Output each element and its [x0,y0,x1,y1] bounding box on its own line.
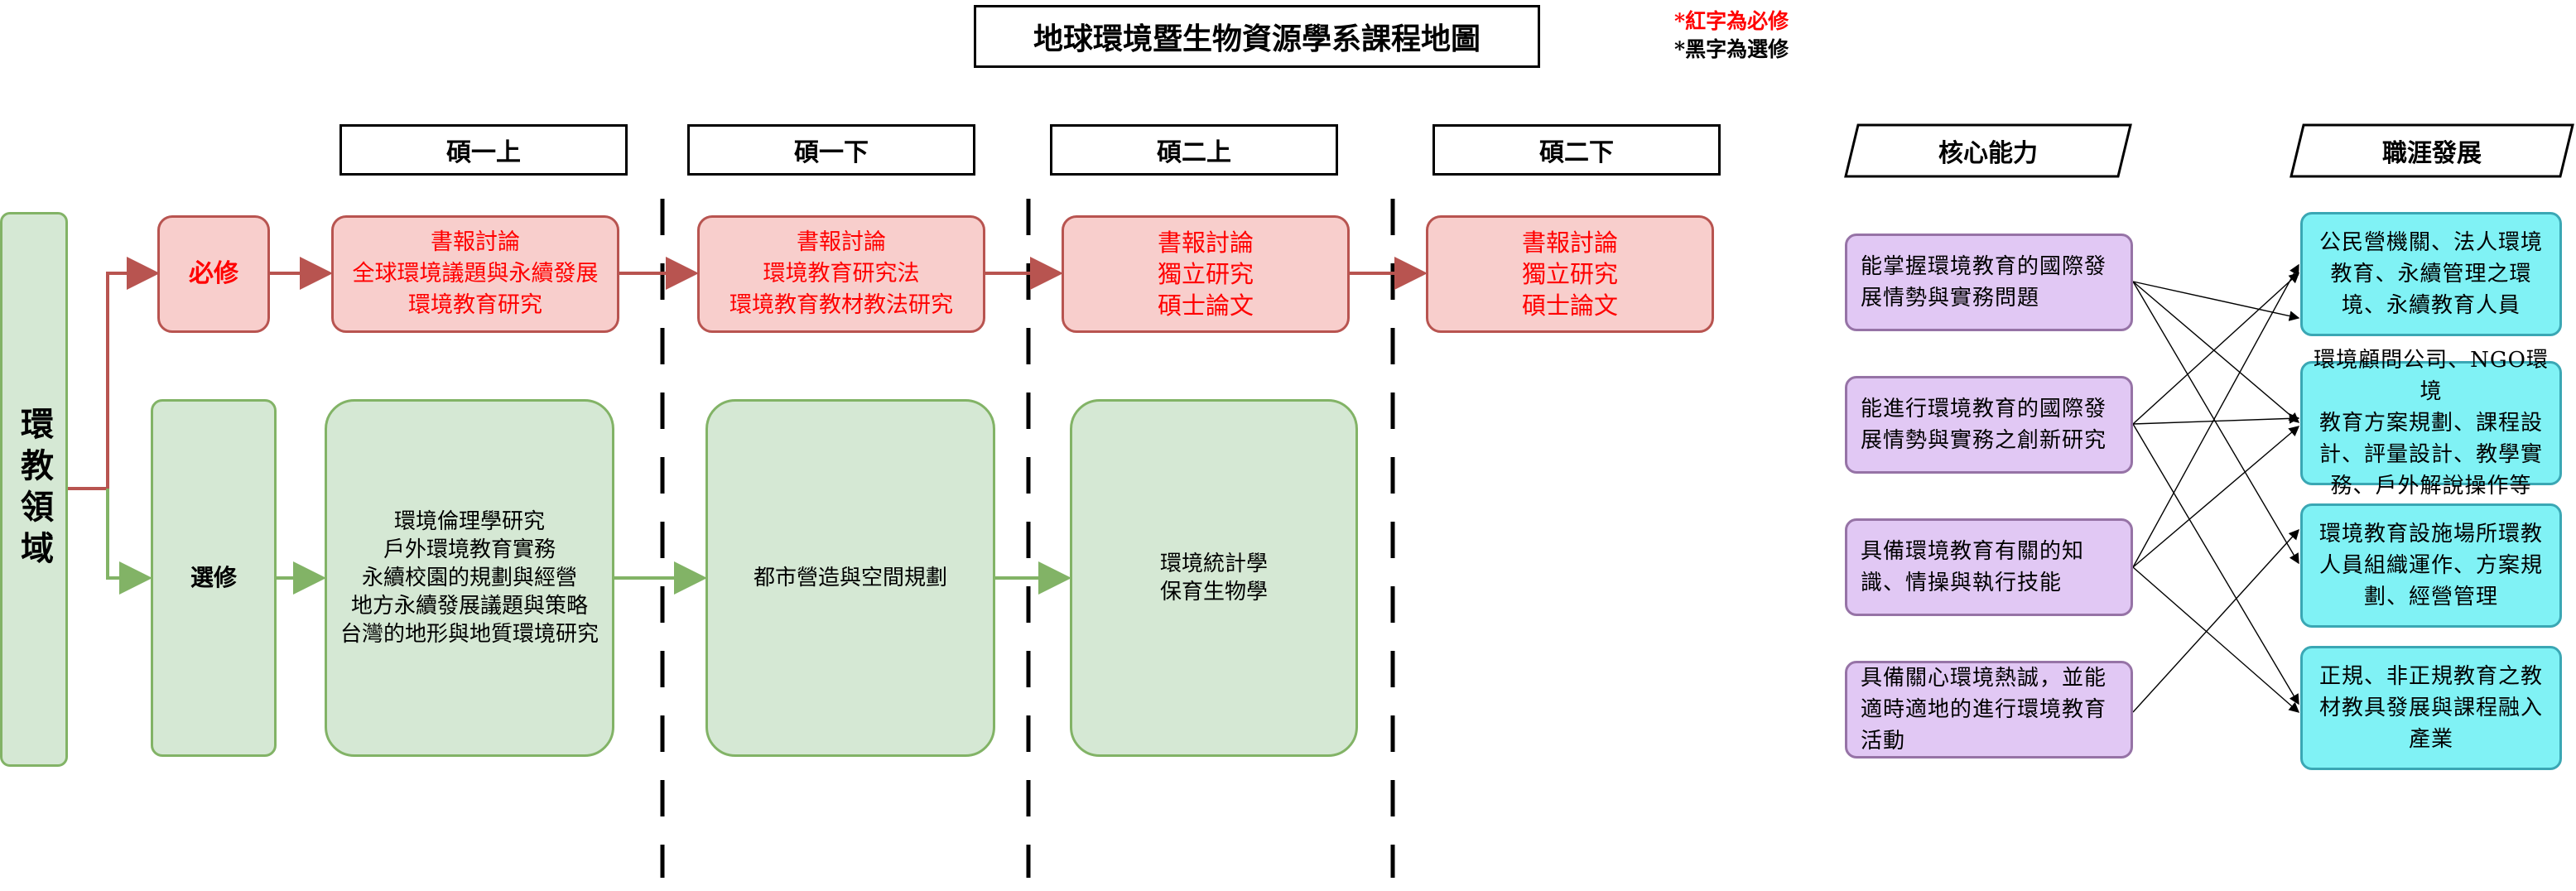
course-item: 碩士論文 [1157,291,1254,320]
competency-career-links [2132,263,2300,713]
domain-to-required-arrow [68,257,160,490]
course-item: 書報討論 [797,229,886,255]
course-item: 全球環境議題與永續發展 [352,261,599,287]
course-item: 環境教育研究 [408,292,542,318]
core-competency-3: 具備環境教育有關的知識、情操與執行技能 [1845,518,2133,616]
career-3: 環境教育設施場所環教 人員組織運作、方案規 劃、經營管理 [2300,503,2562,628]
elective-course-box-3: 環境統計學 保育生物學 [1070,399,1358,757]
career-line: 正規、非正規教育之教 [2318,664,2543,689]
core-competency-text: 具備關心環境熱誠，並能適時適地的進行環境教育活動 [1861,666,2107,754]
semester-header-4: 碩二下 [1432,124,1721,176]
course-item: 地方永續發展議題與策略 [350,594,588,619]
career-header-label: 職涯發展 [2382,139,2482,168]
required-label: 必修 [189,259,238,288]
course-item: 台灣的地形與地質環境研究 [339,622,599,647]
core-competency-text: 具備環境教育有關的知識、情操與執行技能 [1861,539,2085,595]
career-2: 環境顧問公司、NGO環境 教育方案規劃、課程設 計、評量設計、教學實 務、戶外解… [2300,348,2562,498]
course-item: 永續校園的規劃與經營 [361,566,577,590]
course-item: 碩士論文 [1521,291,1618,320]
career-line: 產業 [2408,727,2453,752]
course-item: 環境倫理學研究 [393,509,545,534]
required-course-box-2: 書報討論 環境教育研究法 環境教育教材教法研究 [697,215,985,333]
course-item: 環境教育研究法 [763,261,920,287]
career-line: 教育、永續管理之環 [2330,262,2532,287]
career-header: 職涯發展 [2289,123,2575,179]
elective-label-box: 選修 [151,399,277,757]
career-line: 計、評量設計、教學實 [2318,442,2543,467]
course-item: 獨立研究 [1521,260,1618,288]
career-line: 務、戶外解說操作等 [2330,474,2532,498]
core-competency-1: 能掌握環境教育的國際發展情勢與實務問題 [1845,234,2133,331]
career-line: 環境顧問公司、NGO環境 [2314,348,2549,404]
course-item: 都市營造與空間規劃 [753,566,947,590]
course-item: 書報討論 [1157,229,1254,257]
required-course-box-1: 書報討論 全球環境議題與永續發展 環境教育研究 [331,215,619,333]
domain-to-elective-arrow [106,489,152,595]
semester-header-3: 碩二上 [1050,124,1338,176]
career-1: 公民營機關、法人環境 教育、永續管理之環 境、永續教育人員 [2300,212,2562,336]
course-item: 環境統計學 [1159,551,1268,576]
course-item: 獨立研究 [1157,260,1254,288]
core-competency-text: 能進行環境教育的國際發展情勢與實務之創新研究 [1861,397,2107,453]
legend-elective: *黑字為選修 [1674,37,1789,61]
career-line: 環境教育設施場所環教 [2318,522,2543,547]
course-item: 保育生物學 [1159,580,1268,604]
core-competency-header-label: 核心能力 [1938,139,2038,168]
course-item: 書報討論 [1521,229,1618,257]
core-competency-text: 能掌握環境教育的國際發展情勢與實務問題 [1861,254,2107,311]
elective-label: 選修 [190,564,237,591]
career-line: 材教具發展與課程融入 [2318,696,2543,720]
elective-course-box-1: 環境倫理學研究 戶外環境教育實務 永續校園的規劃與經營 地方永續發展議題與策略 … [325,399,614,757]
career-line: 境、永續教育人員 [2341,293,2521,318]
career-line: 人員組織運作、方案規 [2318,553,2543,578]
domain-box: 環教領域 [0,212,68,767]
page-title: 地球環境暨生物資源學系課程地圖 [974,5,1540,68]
career-4: 正規、非正規教育之教 材教具發展與課程融入 產業 [2300,646,2562,770]
domain-label: 環教領域 [15,407,54,572]
course-item: 書報討論 [431,229,520,255]
elective-course-box-2: 都市營造與空間規劃 [705,399,995,757]
course-item: 環境教育教材教法研究 [729,292,953,318]
required-label-box: 必修 [157,215,270,333]
career-line: 劃、經營管理 [2363,585,2498,609]
required-course-box-4: 書報討論 獨立研究 碩士論文 [1426,215,1714,333]
core-competency-4: 具備關心環境熱誠，並能適時適地的進行環境教育活動 [1845,661,2133,759]
required-course-box-3: 書報討論 獨立研究 碩士論文 [1062,215,1350,333]
core-competency-2: 能進行環境教育的國際發展情勢與實務之創新研究 [1845,376,2133,474]
core-competency-header: 核心能力 [1843,123,2133,179]
legend-required: *紅字為必修 [1674,9,1789,33]
course-item: 戶外環境教育實務 [383,537,556,562]
career-line: 公民營機關、法人環境 [2318,230,2543,255]
semester-header-1: 碩一上 [339,124,628,176]
semester-header-2: 碩一下 [687,124,975,176]
career-line: 教育方案規劃、課程設 [2318,411,2543,436]
